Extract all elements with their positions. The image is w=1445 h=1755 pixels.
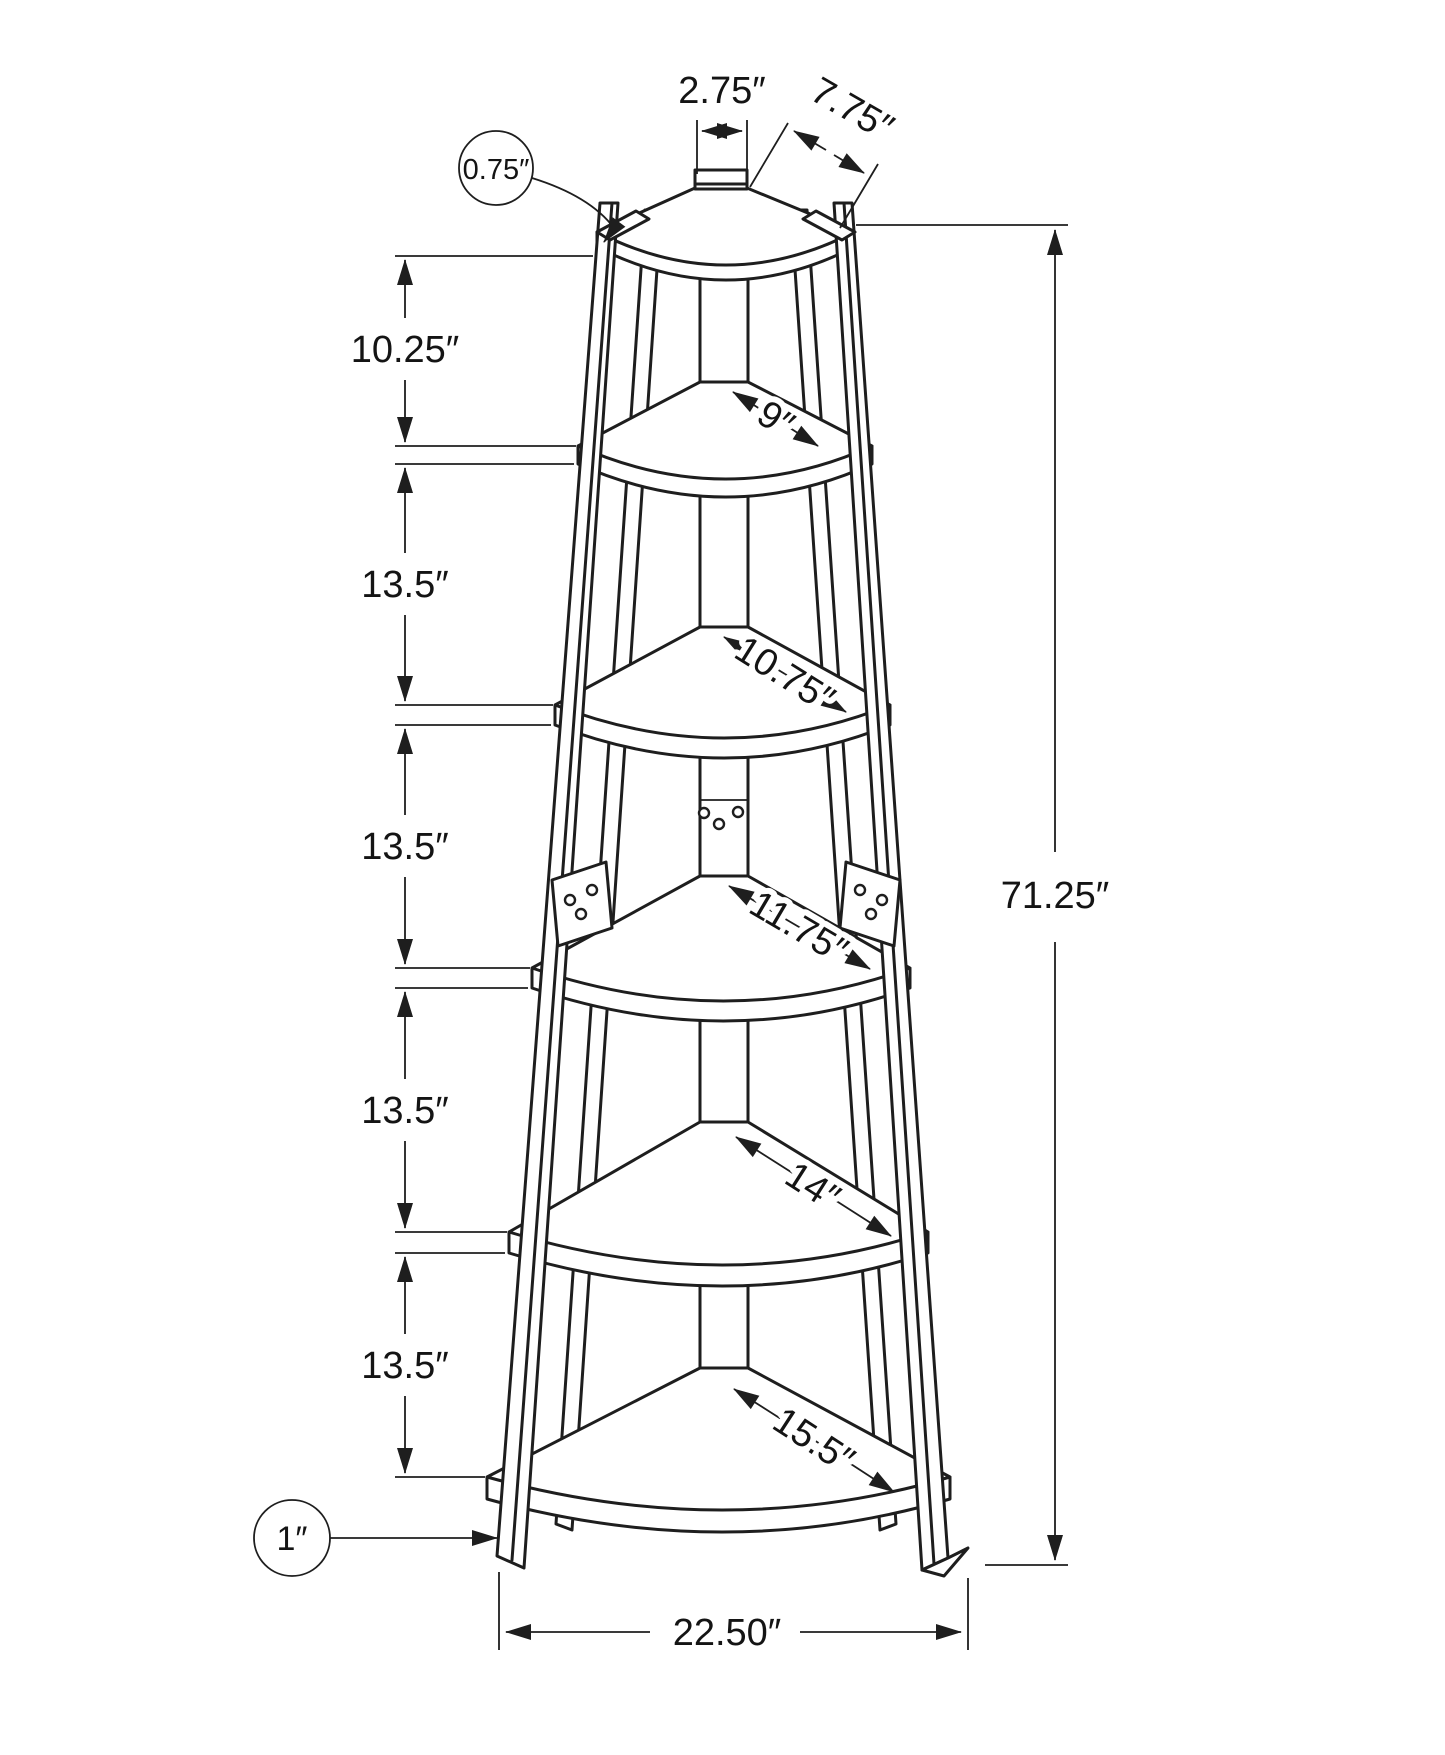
dim-spacing-2: 13.5″	[361, 467, 449, 702]
right-splice-plate	[838, 860, 902, 948]
dim-overall-height: 71.25″	[856, 224, 1110, 1566]
screw-hole	[731, 805, 745, 819]
shelf-3	[553, 625, 892, 760]
screw-hole	[697, 806, 711, 820]
shelf-unit	[485, 168, 970, 1578]
shelf-6	[485, 1366, 952, 1534]
callout-circle	[458, 130, 534, 206]
top-post-cap	[693, 168, 749, 191]
callout-leg-thickness: 1″	[253, 1499, 498, 1577]
dim-spacing-1-label: 10.25″	[351, 329, 460, 371]
shelf-4	[530, 874, 912, 1023]
dim-spacing-4-label: 13.5″	[361, 1090, 448, 1132]
left-splice-plate	[550, 860, 614, 948]
extension-lines-left	[395, 255, 593, 1478]
dim-spacing-2-label: 13.5″	[361, 564, 448, 606]
shelf-top-surface	[576, 380, 874, 481]
screw-hole	[712, 817, 726, 831]
dim-spacing-4: 13.5″	[361, 991, 449, 1229]
dim-top-post-width: 2.75″	[678, 70, 766, 174]
dim-spacing-3-label: 13.5″	[361, 826, 448, 868]
dim-overall-width: 22.50″	[498, 1572, 969, 1654]
shelf-2	[576, 380, 874, 499]
screw-hole	[864, 907, 878, 921]
screw-hole	[574, 907, 588, 921]
front-right-foot	[920, 1546, 970, 1578]
screw-hole	[853, 883, 867, 897]
dim-spacing-1: 10.25″	[351, 259, 460, 443]
dim-overall-height-label: 71.25″	[1001, 875, 1110, 917]
screw-hole	[585, 883, 599, 897]
dim-top-post-width-label: 2.75″	[678, 70, 765, 112]
callout-leg-thickness-label: 1″	[277, 1520, 308, 1558]
screw-hole	[875, 893, 889, 907]
dim-spacing-3: 13.5″	[361, 728, 449, 965]
shelf-top-surface	[553, 625, 892, 740]
shelf-1	[595, 186, 856, 282]
right-corner-tab	[801, 209, 857, 242]
callout-shelf-thickness-label: 0.75″	[463, 154, 530, 186]
dim-spacing-5: 13.5″	[361, 1256, 449, 1474]
callout-shelf-thickness: 0.75″	[458, 130, 626, 243]
dim-spacing-5-label: 13.5″	[361, 1345, 448, 1387]
screw-hole	[563, 893, 577, 907]
dim-top-shelf-depth-label: 7.75″	[804, 70, 901, 150]
dim-overall-width-label: 22.50″	[673, 1612, 782, 1654]
